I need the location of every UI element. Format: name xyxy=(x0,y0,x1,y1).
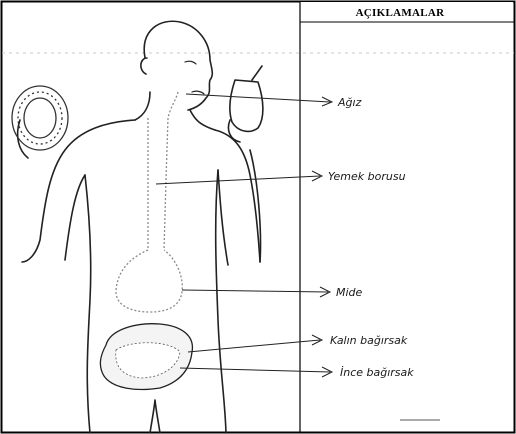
food-ring-outer xyxy=(12,86,68,150)
pointer-small-intestine xyxy=(180,368,330,372)
label-mouth: Ağız xyxy=(337,96,362,109)
leg-divider xyxy=(150,400,160,433)
ear-outline xyxy=(141,58,147,74)
label-small-intestine: İnce bağırsak xyxy=(340,366,414,379)
stomach-outline xyxy=(116,250,182,312)
neck-right xyxy=(190,110,215,130)
left-arm-inner xyxy=(65,175,85,260)
food-ring-inner xyxy=(24,98,56,138)
right-arm-outer xyxy=(215,130,260,262)
pointer-mouth xyxy=(186,94,330,102)
mouth xyxy=(192,91,204,94)
drink-glass xyxy=(230,80,263,131)
torso-left xyxy=(85,175,91,433)
pointer-stomach xyxy=(182,290,328,292)
large-intestine-drawing xyxy=(100,324,192,390)
digestive-tract xyxy=(116,92,182,312)
food-ring xyxy=(12,86,68,150)
label-stomach: Mide xyxy=(336,286,363,299)
straw xyxy=(252,66,262,80)
right-hand-fingers xyxy=(228,120,240,142)
label-large-intestine: Kalın bağırsak xyxy=(330,334,408,347)
right-arm-inner xyxy=(218,170,228,265)
neck-left xyxy=(135,92,150,120)
label-esophagus: Yemek borusu xyxy=(328,170,406,183)
head-outline xyxy=(144,21,212,110)
header-title: AÇIKLAMALAR xyxy=(356,7,446,19)
eye xyxy=(185,61,196,64)
pointer-esophagus xyxy=(156,176,320,184)
esophagus-path xyxy=(164,92,178,250)
